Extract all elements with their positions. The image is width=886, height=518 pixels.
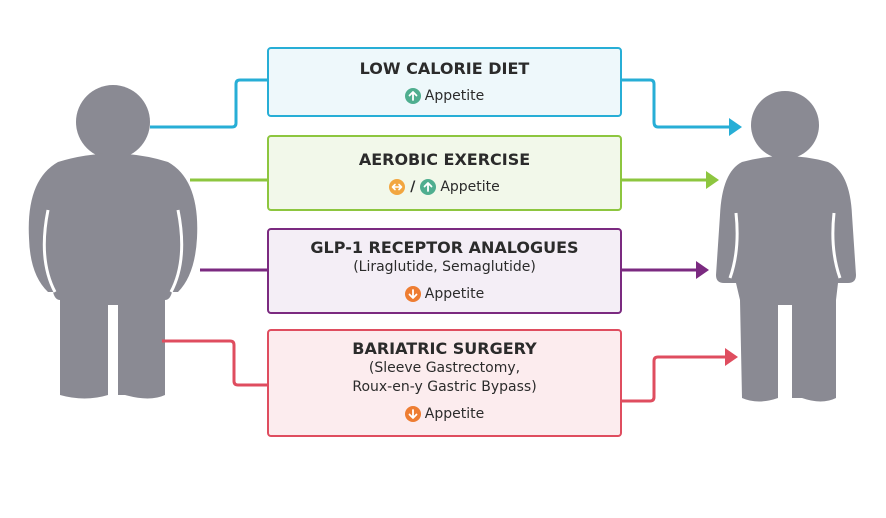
appetite-label: Appetite [424,88,485,104]
box-title: BARIATRIC SURGERY [352,339,537,358]
arrow-down-icon [404,286,421,302]
box-title: GLP-1 RECEPTOR ANALOGUES [310,238,579,257]
connector-diet-in [150,78,267,129]
arrow-down-icon [404,406,421,422]
arrowhead-diet [729,118,742,136]
connector-surgery-in [162,339,267,387]
appetite-label: Appetite [440,179,500,195]
neutral-arrow-icon [389,179,406,195]
box-subtitle-line2: Roux-en-y Gastric Bypass) [352,379,537,395]
aerobic-exercise-box: AEROBIC EXERCISE / Appetite [267,135,622,211]
separator: / [410,179,416,195]
arrowhead-glp1 [696,261,709,279]
box-subtitle-line1: (Sleeve Gastrectomy, [368,360,521,376]
belly-line-left [42,209,57,293]
glp1-receptor-box: GLP-1 RECEPTOR ANALOGUES (Liraglutide, S… [267,228,622,314]
connector-surgery-out [622,355,727,403]
box-title: LOW CALORIE DIET [359,59,530,78]
connector-diet-out [622,78,730,129]
box-title: AEROBIC EXERCISE [358,150,531,169]
person-slim-icon [716,91,856,402]
bariatric-surgery-box: BARIATRIC SURGERY (Sleeve Gastrectomy, R… [267,329,622,437]
arrowhead-surgery [725,348,738,366]
belly-line-right [169,209,184,293]
low-calorie-diet-box: LOW CALORIE DIET Appetite [267,47,622,117]
arrow-up-icon [404,88,421,104]
person-obese-icon [28,85,198,399]
appetite-label: Appetite [424,406,485,422]
box-subtitle: (Liraglutide, Semaglutide) [353,259,536,275]
appetite-label: Appetite [424,286,485,302]
arrow-up-icon [420,179,437,195]
arrowhead-exercise [706,171,719,189]
